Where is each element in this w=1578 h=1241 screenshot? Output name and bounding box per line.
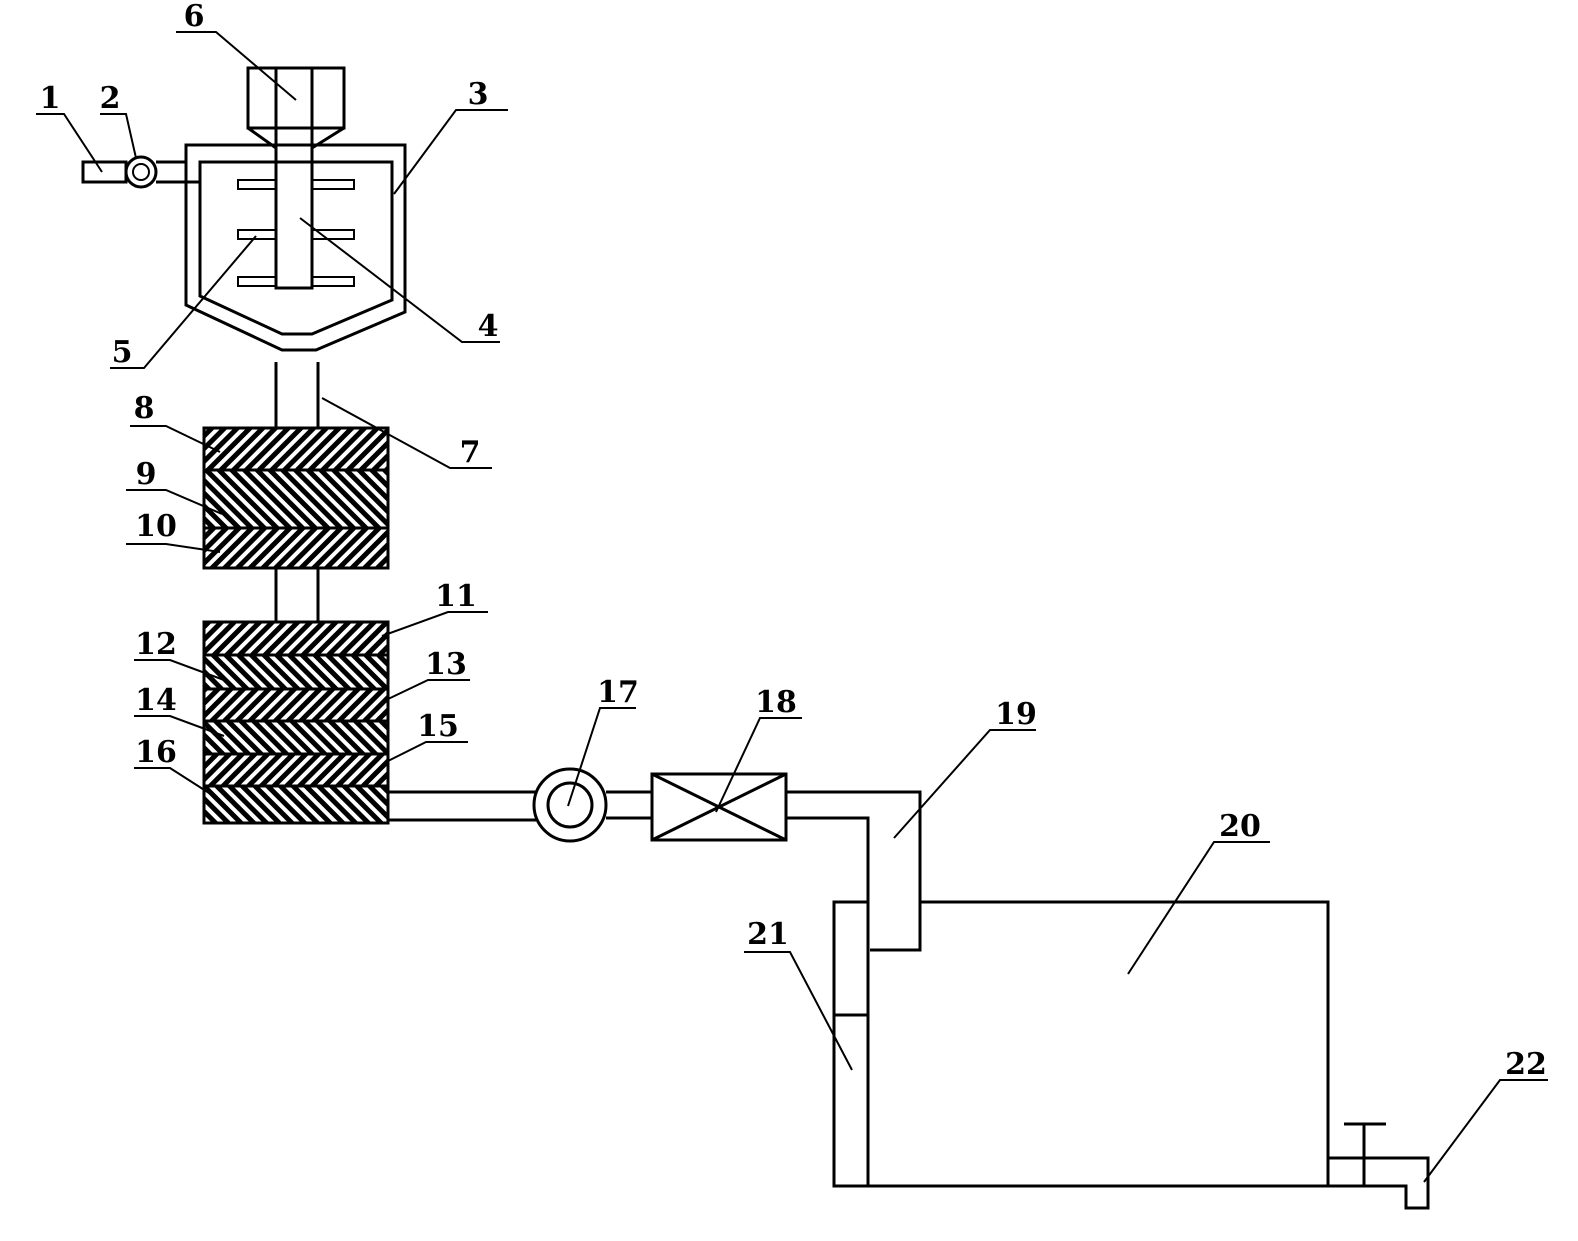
label-2: 2	[100, 81, 121, 116]
motor	[246, 66, 346, 150]
storage-tank	[832, 900, 1330, 1188]
label-19: 19	[995, 697, 1037, 732]
part-number-labels: 1 2 3 4 5 6 7 8 9 10 11 12 13 14 15 16 1…	[40, 0, 1547, 1082]
label-9: 9	[136, 457, 157, 492]
label-5: 5	[112, 335, 133, 370]
pump	[532, 767, 608, 843]
label-15: 15	[417, 709, 459, 744]
label-7: 7	[460, 435, 481, 470]
column-connector-pipe	[274, 568, 320, 622]
inlet-connector	[156, 160, 200, 184]
label-12: 12	[135, 627, 177, 662]
label-14: 14	[135, 683, 177, 718]
mixing-tank	[184, 143, 407, 352]
label-1: 1	[40, 81, 61, 116]
label-20: 20	[1219, 809, 1261, 844]
outlet-pipe	[388, 790, 536, 822]
pump-outlet-pipe	[606, 790, 652, 820]
stirring-paddles	[237, 179, 355, 287]
label-10: 10	[135, 509, 177, 544]
label-8: 8	[134, 391, 155, 426]
label-21: 21	[747, 917, 789, 952]
label-6: 6	[184, 0, 205, 34]
elbow-pipe	[786, 790, 922, 1186]
tank-outlet-pipe	[274, 362, 320, 428]
stirring-shaft	[274, 126, 314, 290]
leader-lines	[36, 31, 1548, 1183]
filter-column-1	[202, 426, 390, 570]
label-3: 3	[468, 77, 489, 112]
label-11: 11	[435, 579, 477, 614]
label-4: 4	[478, 309, 499, 344]
label-17: 17	[597, 675, 639, 710]
inlet-valve	[124, 155, 158, 189]
label-13: 13	[425, 647, 467, 682]
label-22: 22	[1505, 1047, 1547, 1082]
filter-column-2	[202, 620, 390, 825]
label-16: 16	[135, 735, 177, 770]
label-18: 18	[755, 685, 797, 720]
drain-outlet	[1328, 1122, 1430, 1210]
inlet-pipe	[81, 160, 128, 184]
